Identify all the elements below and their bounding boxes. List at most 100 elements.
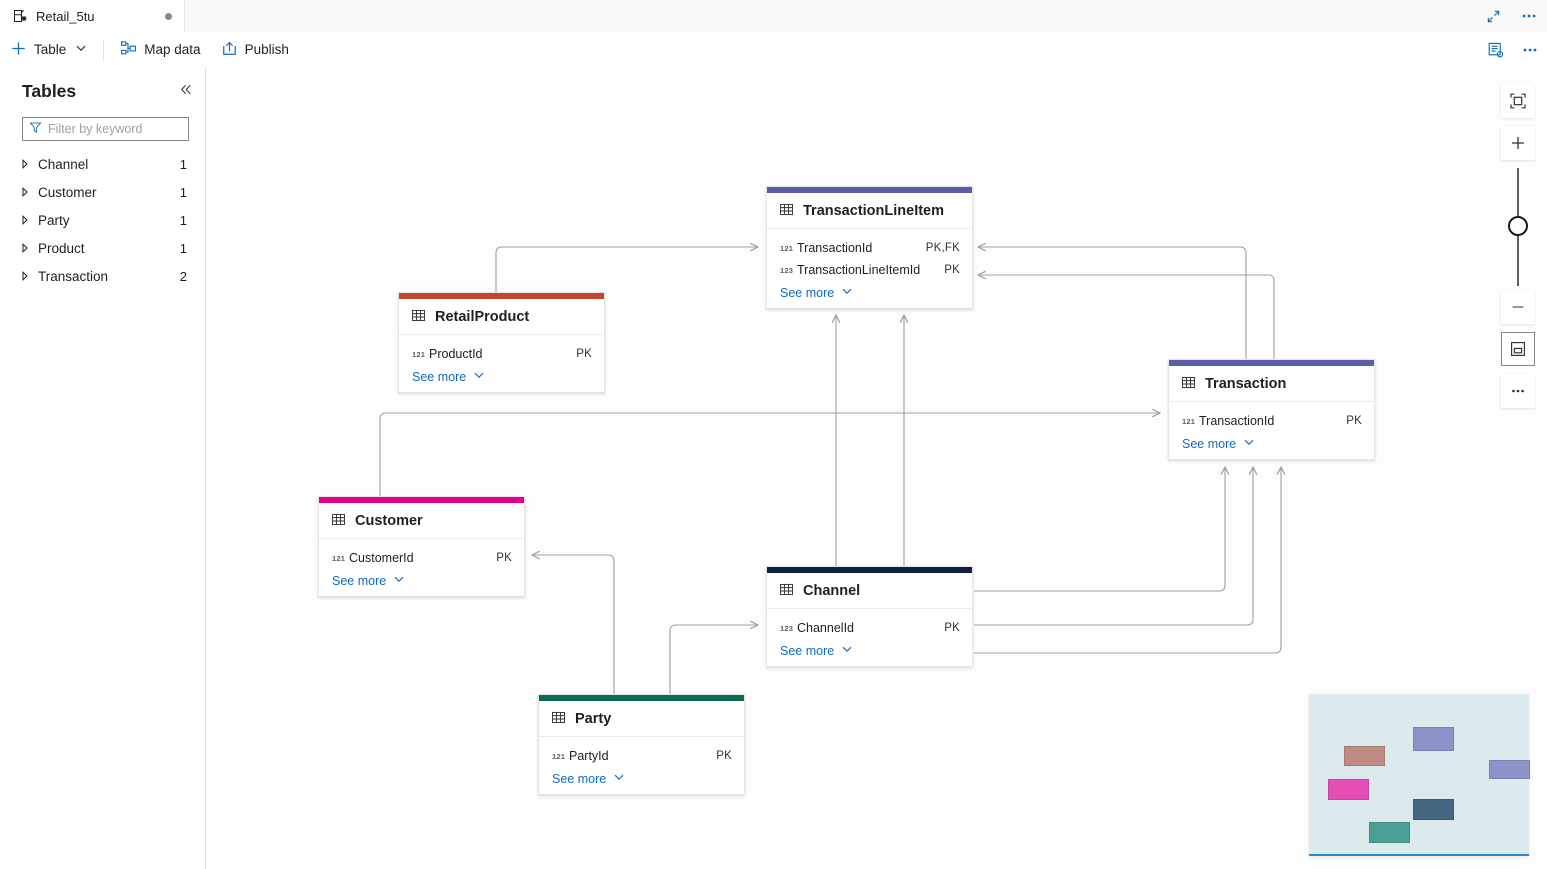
minimap-entity-box: [1369, 822, 1410, 843]
column-key-badge: PK: [576, 348, 592, 360]
see-more-button[interactable]: See more: [1169, 432, 1374, 453]
chevron-right-icon[interactable]: [18, 243, 32, 253]
sidebar-item-count: 1: [179, 212, 187, 228]
diagram-minimap[interactable]: [1309, 694, 1530, 856]
see-more-button[interactable]: See more: [767, 639, 972, 660]
entity-card-channel[interactable]: Channel 123 ChannelId PK See more: [766, 566, 973, 667]
tab-strip: Retail_5tu: [0, 0, 1547, 33]
column-row[interactable]: 123 TransactionLineItemId PK: [767, 259, 972, 281]
number-type-icon: 123: [780, 623, 794, 633]
column-row[interactable]: 121 TransactionId PK: [1169, 410, 1374, 432]
entity-accent-bar: [399, 293, 604, 299]
chevron-down-icon: [473, 369, 485, 384]
column-row[interactable]: 121 ProductId PK: [399, 343, 604, 365]
entity-name: Party: [575, 710, 612, 727]
column-key-badge: PK: [1346, 415, 1362, 427]
entity-header: RetailProduct: [399, 299, 604, 335]
link-transaction-transactionlineitem-2: [978, 275, 1275, 359]
table-icon: [779, 202, 794, 220]
search-placeholder: Filter by keyword: [48, 122, 143, 136]
add-table-label: Table: [34, 42, 67, 57]
zoom-overflow-button[interactable]: [1501, 374, 1535, 408]
sidebar-item-label: Customer: [38, 184, 97, 200]
minus-icon: [1512, 306, 1524, 308]
sidebar-item-product[interactable]: Product 1: [0, 234, 205, 262]
column-row[interactable]: 121 CustomerId PK: [319, 547, 524, 569]
tables-panel-header: Tables: [0, 73, 205, 109]
entity-name: Channel: [803, 582, 861, 599]
chevron-down-icon[interactable]: [75, 42, 87, 57]
properties-panel-icon[interactable]: [1479, 32, 1513, 67]
entity-card-transactionlineitem[interactable]: TransactionLineItem 121 TransactionId PK…: [766, 186, 973, 309]
see-more-button[interactable]: See more: [539, 767, 744, 788]
chevron-right-icon[interactable]: [18, 215, 32, 225]
add-table-button[interactable]: Table: [0, 32, 97, 67]
column-key-badge: PK: [496, 552, 512, 564]
see-more-button[interactable]: See more: [319, 569, 524, 590]
sidebar-item-count: 2: [179, 268, 187, 284]
table-icon: [1181, 375, 1196, 393]
link-transaction-transactionlineitem-1: [978, 247, 1247, 359]
minimap-toggle-button[interactable]: [1501, 332, 1535, 366]
chevron-double-left-icon[interactable]: [178, 82, 193, 100]
tables-panel: Tables Filter by keyword Channel 1: [0, 67, 206, 869]
column-name: ProductId: [429, 347, 483, 361]
entity-header: Party: [539, 701, 744, 737]
publish-button[interactable]: Publish: [211, 32, 299, 67]
zoom-slider-thumb[interactable]: [1508, 216, 1528, 236]
entity-name: RetailProduct: [435, 308, 530, 325]
table-icon: [411, 308, 426, 326]
entity-name: Transaction: [1205, 375, 1287, 392]
entity-card-party[interactable]: Party 121 PartyId PK See more: [538, 694, 745, 795]
more-options-icon[interactable]: [1511, 0, 1547, 32]
entity-header: TransactionLineItem: [767, 193, 972, 229]
minimap-entity-box: [1413, 799, 1454, 820]
zoom-out-button[interactable]: [1501, 290, 1535, 324]
link-channel-transaction-2: [974, 467, 1253, 626]
command-bar-right: [1479, 32, 1547, 67]
sidebar-item-transaction[interactable]: Transaction 2: [0, 262, 205, 290]
chevron-down-icon: [613, 771, 625, 786]
command-bar: Table Map data: [0, 32, 1547, 68]
see-more-button[interactable]: See more: [767, 281, 972, 302]
sidebar-item-channel[interactable]: Channel 1: [0, 150, 205, 178]
column-row[interactable]: 121 PartyId PK: [539, 745, 744, 767]
column-name: ChannelId: [797, 621, 854, 635]
search-input[interactable]: Filter by keyword: [22, 117, 189, 141]
map-data-button[interactable]: Map data: [110, 32, 210, 67]
entity-card-transaction[interactable]: Transaction 121 TransactionId PK See mor…: [1168, 359, 1375, 460]
chevron-right-icon[interactable]: [18, 271, 32, 281]
sidebar-item-label: Transaction: [38, 268, 109, 284]
column-row[interactable]: 121 TransactionId PK,FK: [767, 237, 972, 259]
entity-columns: 121 CustomerId PK See more: [319, 539, 524, 596]
entity-accent-bar: [319, 497, 524, 503]
entity-accent-bar: [767, 187, 972, 193]
entity-card-customer[interactable]: Customer 121 CustomerId PK See more: [318, 496, 525, 597]
chevron-right-icon[interactable]: [18, 187, 32, 197]
entity-card-retailproduct[interactable]: RetailProduct 121 ProductId PK See more: [398, 292, 605, 393]
number-type-icon: 121: [1182, 416, 1196, 426]
column-row[interactable]: 123 ChannelId PK: [767, 617, 972, 639]
chevron-right-icon[interactable]: [18, 159, 32, 169]
number-type-icon: 121: [780, 243, 794, 253]
see-more-button[interactable]: See more: [399, 365, 604, 386]
zoom-in-button[interactable]: [1501, 126, 1535, 160]
sidebar-item-count: 1: [179, 240, 187, 256]
expand-diagonal-icon[interactable]: [1475, 0, 1511, 32]
number-type-icon: 121: [552, 751, 566, 761]
sidebar-item-customer[interactable]: Customer 1: [0, 178, 205, 206]
entity-header: Customer: [319, 503, 524, 539]
zoom-slider[interactable]: [1501, 168, 1535, 286]
sidebar-item-label: Product: [38, 240, 85, 256]
window-controls: [1475, 0, 1547, 32]
fit-to-screen-button[interactable]: [1501, 84, 1535, 118]
column-name: TransactionLineItemId: [797, 263, 921, 277]
link-party-channel: [669, 625, 758, 695]
more-options-icon[interactable]: [1513, 32, 1547, 67]
sidebar-item-party[interactable]: Party 1: [0, 206, 205, 234]
link-customer-transaction: [379, 413, 1160, 497]
tab-retail-5tu[interactable]: Retail_5tu: [0, 0, 185, 32]
entity-name: TransactionLineItem: [803, 202, 945, 219]
see-more-label: See more: [1182, 436, 1237, 451]
